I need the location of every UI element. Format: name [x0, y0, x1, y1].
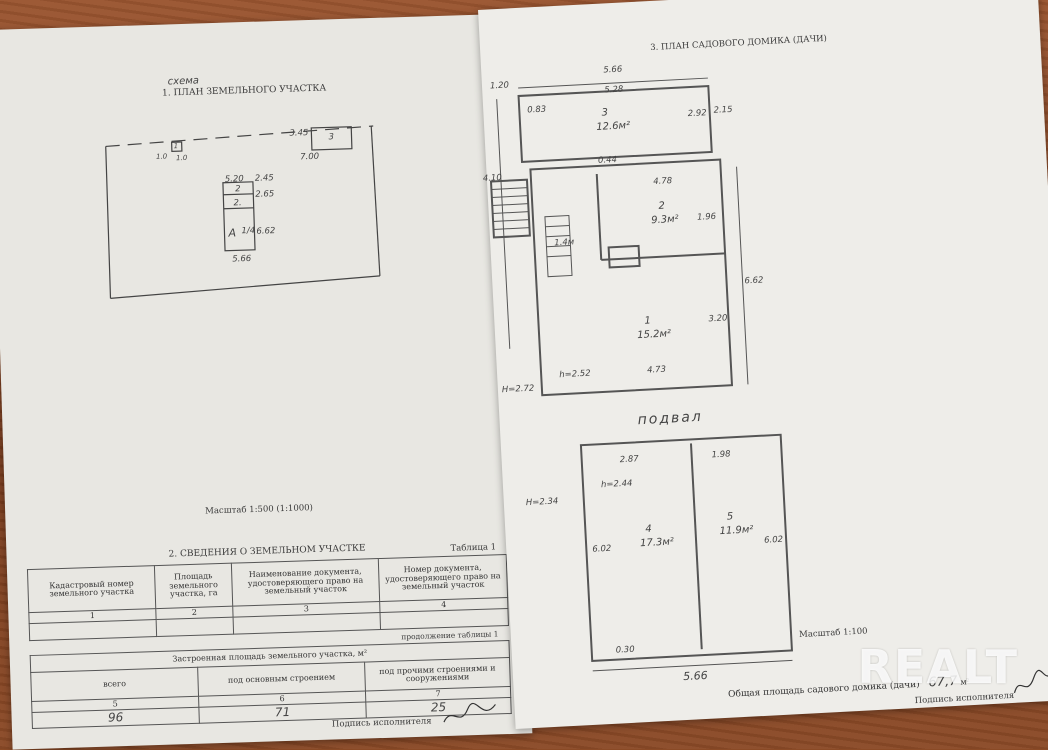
signature-left — [443, 702, 496, 723]
right-page: 3. ПЛАН САДОВОГО ДОМИКА (ДАЧИ) — [478, 0, 1048, 730]
house-floor-plan — [489, 77, 793, 672]
plot-plan-drawing — [105, 125, 381, 299]
signature-right — [1013, 670, 1048, 694]
left-page: схема 1. ПЛАН ЗЕМЕЛЬНОГО УЧАСТКА 7.00 3.… — [0, 13, 533, 750]
realt-watermark: REALT — [857, 640, 1018, 694]
